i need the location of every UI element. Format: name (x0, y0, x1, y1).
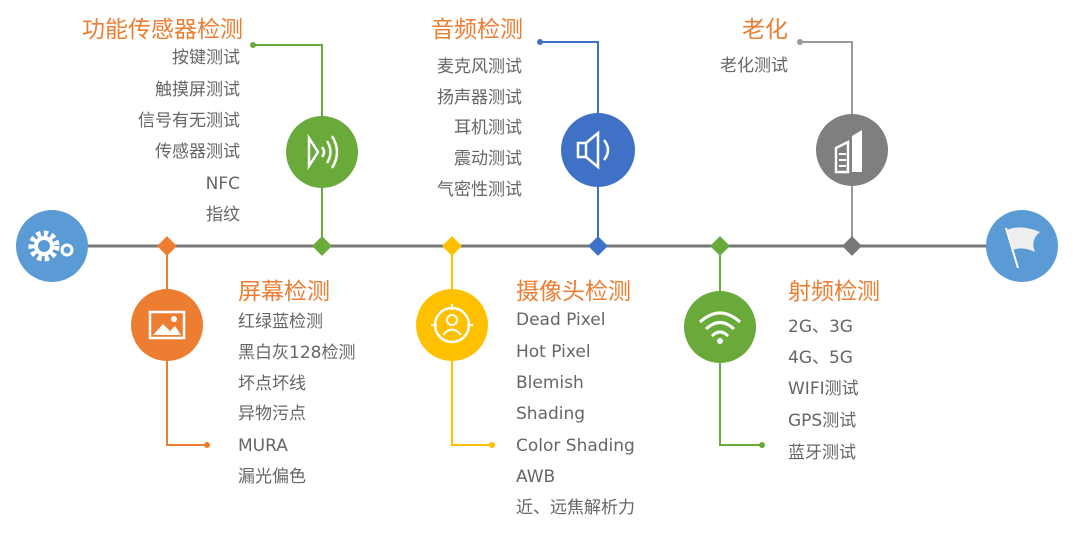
rf-item: WIFI测试 (788, 379, 859, 399)
rf-title: 射频检测 (788, 279, 880, 305)
connector-dot (204, 442, 210, 448)
aging-item: 老化测试 (720, 56, 788, 76)
screen-item: 异物污点 (238, 404, 306, 424)
audio-item: 气密性测试 (437, 180, 522, 200)
sensor-item: 传感器测试 (155, 142, 240, 162)
flag-icon (986, 210, 1058, 282)
speaker-icon (561, 113, 635, 187)
audio-title: 音频检测 (431, 17, 523, 43)
screen-item: 红绿蓝检测 (238, 312, 323, 332)
rf-item: 4G、5G (788, 348, 853, 368)
audio-item: 麦克风测试 (437, 57, 522, 77)
diamond-marker (442, 236, 462, 256)
camera-target-icon (416, 289, 488, 361)
diamond-marker (157, 236, 177, 256)
diamond-marker (710, 236, 730, 256)
sensor-item: 触摸屏测试 (155, 80, 240, 100)
sensor-title: 功能传感器检测 (82, 17, 243, 43)
audio-item: 震动测试 (454, 149, 522, 169)
camera-item: Blemish (516, 373, 584, 393)
image-icon (131, 289, 203, 361)
audio-item: 扬声器测试 (437, 88, 522, 108)
diamond-marker (842, 236, 862, 256)
connector-dot (797, 39, 803, 45)
camera-item: Shading (516, 404, 586, 424)
rf-item: 2G、3G (788, 317, 853, 337)
aging-title: 老化 (742, 17, 788, 43)
screen-item: 漏光偏色 (238, 467, 306, 487)
sensor-item: NFC (205, 174, 240, 194)
camera-item: Color Shading (516, 436, 635, 456)
camera-item: Hot Pixel (516, 342, 591, 362)
screen-title: 屏幕检测 (238, 279, 330, 305)
signal-icon (286, 116, 358, 188)
connector-dot (537, 39, 543, 45)
screen-item: 黑白灰128检测 (238, 343, 356, 363)
wifi-icon (684, 291, 756, 363)
screen-item: 坏点坏线 (238, 374, 306, 394)
camera-item: AWB (516, 467, 556, 487)
connector-dot (250, 42, 256, 48)
rf-item: 蓝牙测试 (788, 443, 856, 463)
camera-item: 近、远焦解析力 (516, 498, 635, 518)
gears-icon (16, 210, 88, 282)
sensor-item: 信号有无测试 (138, 111, 240, 131)
camera-item: Dead Pixel (516, 310, 606, 330)
camera-title: 摄像头检测 (516, 279, 631, 305)
sensor-item: 指纹 (206, 205, 240, 225)
connector-dot (489, 442, 495, 448)
sensor-item: 按键测试 (172, 48, 240, 68)
diamond-marker (588, 236, 608, 256)
diamond-marker (312, 236, 332, 256)
connector-dot (759, 442, 765, 448)
audio-item: 耳机测试 (454, 118, 522, 138)
rf-item: GPS测试 (788, 411, 857, 431)
building-icon (816, 114, 888, 186)
screen-item: MURA (238, 436, 288, 456)
